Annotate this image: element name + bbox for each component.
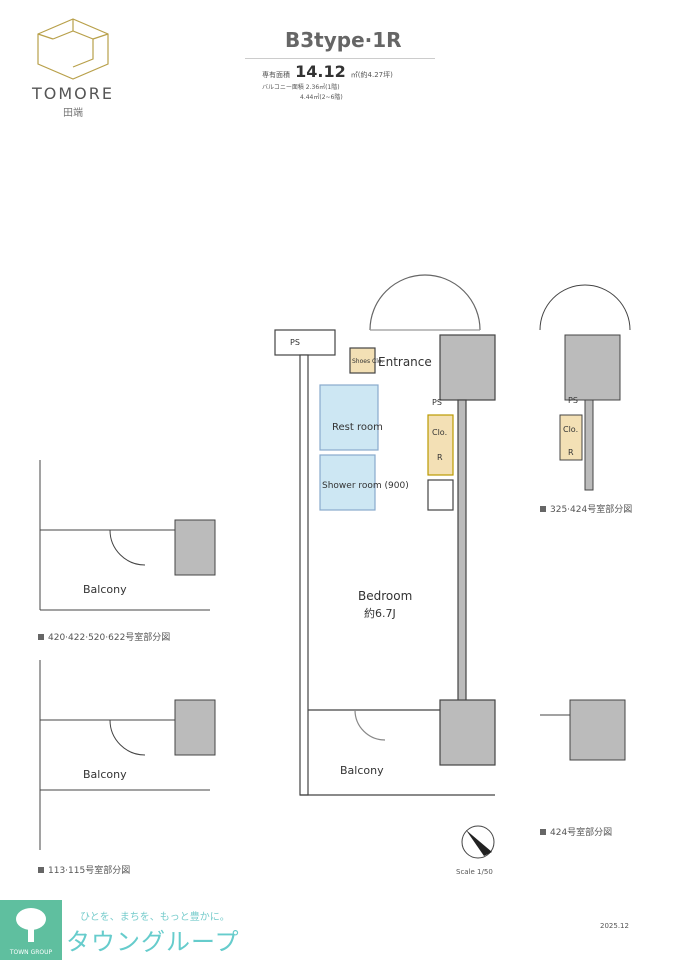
north-compass-icon (461, 825, 495, 859)
ps-label-c: PS (568, 396, 578, 405)
date-label: 2025.12 (600, 922, 629, 930)
bedroom-label: Bedroom (358, 589, 412, 603)
brand-name: TOMORE (32, 84, 114, 103)
ps-label-2: PS (432, 398, 442, 407)
shower-room-label: Shower room (900) (322, 481, 409, 491)
area-info: 専有面積 14.12 ㎡(約4.27坪) (262, 62, 393, 81)
caption-c: 325·424号室部分図 (540, 502, 632, 515)
ps-label: PS (290, 338, 300, 347)
title-divider (245, 58, 435, 59)
closet-label-c: Clo. (563, 425, 578, 434)
balcony-area-1: バルコニー面積 2.36㎡(1階) (262, 84, 340, 91)
caption-b: 113·115号室部分図 (38, 863, 130, 876)
refrigerator-label: R (437, 453, 443, 462)
balcony-label-a: Balcony (83, 583, 127, 596)
entrance-label: Entrance (378, 355, 432, 369)
refrigerator-label-c: R (568, 448, 574, 457)
unit-type-title: B3type·1R (285, 28, 402, 52)
company-name: タウングループ (66, 928, 240, 956)
bedroom-size: 約6.7J (364, 606, 396, 620)
main-floor-plan: PS PS Shoes Clo. Entrance Rest room Show… (274, 274, 496, 796)
logo-text: TOWN GROUP (9, 949, 53, 956)
partial-plan-a: Balcony (39, 460, 216, 611)
brand-sub: 田端 (63, 108, 83, 119)
balcony-area-2: 4.44㎡(2~6階) (300, 94, 343, 101)
slogan: ひとを、まちを、もっと豊かに。 (80, 912, 230, 923)
area-label: 専有面積 (262, 71, 290, 79)
partial-plan-b: Balcony (39, 660, 216, 850)
area-value: 14.12 (295, 62, 346, 81)
balcony-label: Balcony (340, 764, 384, 777)
balcony-label-b: Balcony (83, 768, 127, 781)
caption-d: 424号室部分図 (540, 825, 612, 838)
closet-label: Clo. (432, 428, 447, 437)
shoes-closet-label: Shoes Clo. (352, 358, 383, 365)
area-unit: ㎡(約4.27坪) (350, 71, 393, 79)
partial-plan-d (540, 699, 626, 761)
restroom-label: Rest room (332, 422, 383, 433)
tomore-logo-icon (37, 18, 109, 80)
partial-plan-c: PS Clo. R (539, 284, 631, 491)
caption-a: 420·422·520·622号室部分図 (38, 630, 170, 643)
town-group-logo: TOWN GROUP (0, 900, 62, 960)
scale-label: Scale 1/50 (456, 868, 493, 876)
